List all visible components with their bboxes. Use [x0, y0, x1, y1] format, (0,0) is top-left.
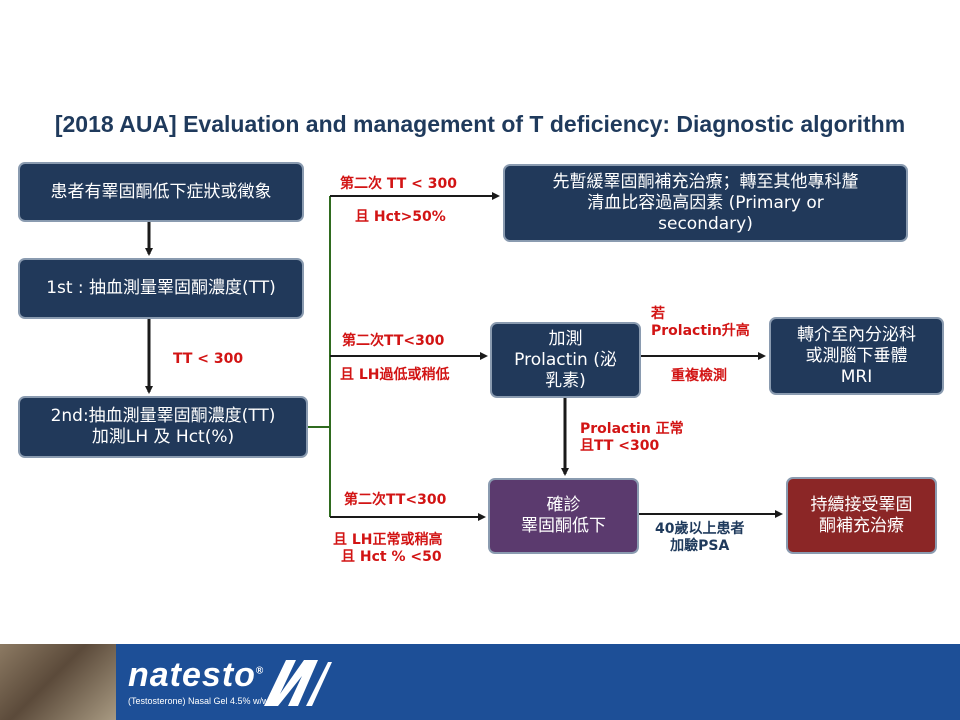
- label-branch-normal-top: 第二次TT<300: [344, 492, 447, 508]
- node-symptoms: 患者有睪固酮低下症狀或徵象: [18, 162, 304, 222]
- node-defer-treatment: 先暫緩睪固酮補充治療；轉至其他專科釐 清血比容過高因素 (Primary or …: [503, 164, 908, 242]
- node-treatment: 持續接受睪固 酮補充治療: [786, 477, 937, 554]
- label-repeat-test: 重複檢測: [671, 368, 727, 384]
- page-title: [2018 AUA] Evaluation and management of …: [54, 111, 906, 137]
- footer-photo: [0, 644, 116, 720]
- node-diagnosis: 確診 睪固酮低下: [488, 478, 639, 554]
- label-branch-hct-top: 第二次 TT < 300: [340, 176, 457, 192]
- label-branch-normal-bottom: 且 LH正常或稍高 且 Hct % <50: [333, 532, 443, 565]
- brand-mark-icon: [264, 660, 332, 706]
- footer-banner: natesto® (Testosterone) Nasal Gel 4.5% w…: [0, 644, 960, 720]
- node-referral: 轉介至內分泌科 或測腦下垂體 MRI: [769, 317, 944, 395]
- label-branch-hct-bottom: 且 Hct>50%: [355, 209, 446, 225]
- label-branch-lh-top: 第二次TT<300: [342, 333, 445, 349]
- node-second-test: 2nd:抽血測量睪固酮濃度(TT) 加測LH 及 Hct(%): [18, 396, 308, 458]
- brand-tagline: (Testosterone) Nasal Gel 4.5% w/w: [128, 696, 269, 706]
- label-prolactin-normal: Prolactin 正常 且TT <300: [580, 421, 684, 454]
- brand-logo-text: natesto®: [128, 656, 265, 694]
- node-first-test: 1st : 抽血測量睪固酮濃度(TT): [18, 258, 304, 319]
- label-psa: 40歲以上患者 加驗PSA: [655, 521, 745, 554]
- label-branch-lh-bottom: 且 LH過低或稍低: [340, 367, 450, 383]
- label-tt-under-300: TT < 300: [173, 351, 244, 367]
- label-prolactin-high: 若 Prolactin升高: [651, 306, 750, 339]
- node-prolactin-test: 加測 Prolactin (泌 乳素): [490, 322, 641, 398]
